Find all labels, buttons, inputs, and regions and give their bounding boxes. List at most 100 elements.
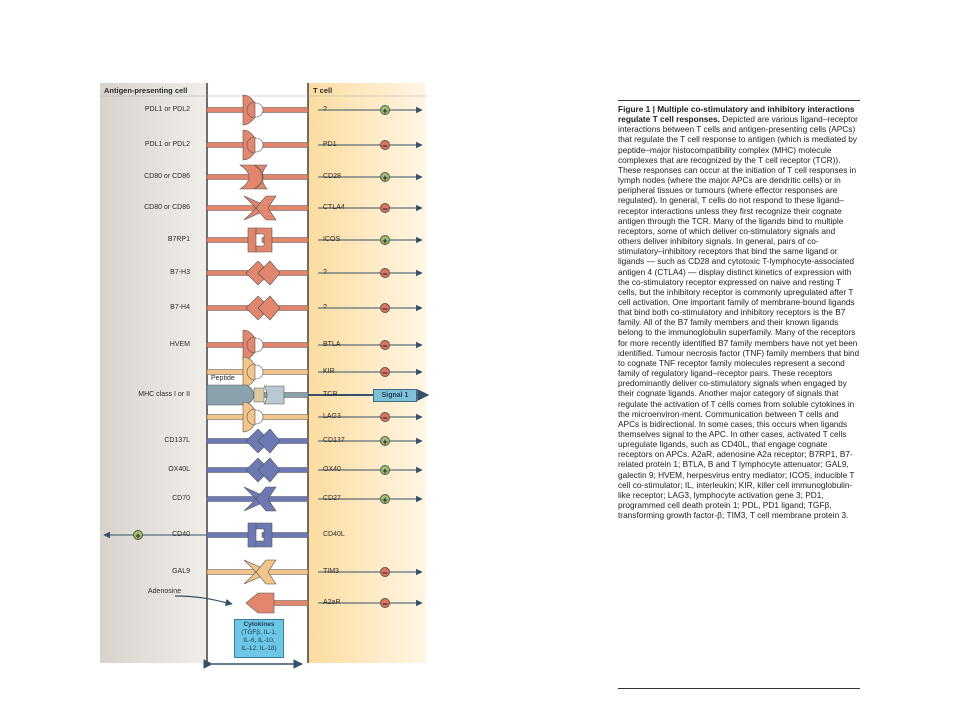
ligand-label: B7-H4	[170, 304, 190, 311]
peptide	[253, 387, 265, 403]
receptor-label: CD27	[323, 495, 341, 502]
ligand-label: GAL9	[172, 568, 190, 575]
receptor-stalk	[261, 532, 309, 538]
receptor-head	[257, 428, 281, 454]
inhibitory-sign: −	[380, 268, 390, 279]
ligand-stalk	[206, 174, 256, 180]
ligand-head	[243, 486, 263, 512]
interaction-pair	[206, 260, 309, 286]
interaction-pair	[206, 384, 309, 406]
receptor-label: ?	[323, 269, 327, 276]
interaction-pair	[206, 486, 309, 512]
receptor-head	[255, 227, 273, 253]
receptor-head	[255, 559, 277, 585]
signal-1-box: Signal 1	[373, 389, 417, 402]
apc-header: Antigen-presenting cell	[104, 86, 188, 95]
interaction-pair	[206, 195, 309, 221]
ligand-head	[247, 522, 257, 548]
ligand-head	[246, 336, 256, 354]
peptide-label: Peptide	[211, 375, 235, 382]
inhibitory-sign: −	[380, 598, 390, 609]
receptor-label: A2aR	[323, 599, 341, 606]
interaction-pair	[206, 522, 309, 548]
receptor-label: PD1	[323, 141, 337, 148]
interaction-pair	[206, 164, 309, 190]
interaction-pair	[206, 356, 309, 388]
interaction-pair	[206, 129, 309, 161]
ligand-head	[246, 408, 256, 426]
ligand-label: CD40	[172, 531, 190, 538]
receptor-stalk	[261, 414, 309, 420]
ligand-stalk	[206, 569, 256, 575]
interaction-pair	[206, 329, 309, 361]
caption-bottom-rule	[618, 688, 860, 689]
ligand-label: B7RP1	[167, 236, 190, 243]
ligand-label: OX40L	[168, 466, 190, 473]
ligand-head	[243, 559, 263, 585]
receptor-stalk	[261, 174, 309, 180]
ligand-label: CD80 or CD86	[144, 204, 190, 211]
ligand-label: B7-H3	[170, 269, 190, 276]
receptor-head	[255, 522, 273, 548]
ligand-head	[254, 164, 268, 190]
receptor-label: KIR	[323, 368, 335, 375]
interaction-pair	[206, 428, 309, 454]
ligand-label: MHC class I or II	[138, 391, 190, 398]
cytokines-line: IL-6, IL-10,	[243, 637, 275, 644]
ligand-label: HVEM	[169, 341, 190, 348]
receptor-label: ICOS	[323, 236, 341, 243]
interaction-pair	[206, 295, 309, 321]
tcell-header: T cell	[313, 86, 333, 95]
receptor-label: OX40	[323, 466, 341, 473]
inhibitory-sign: −	[380, 412, 390, 423]
inhibitory-sign: −	[380, 203, 390, 214]
interaction-pair	[206, 559, 309, 585]
figure-caption: Figure 1 | Multiple co-stimulatory and i…	[618, 104, 860, 520]
costimulatory-sign: +	[380, 105, 390, 116]
cytokines-line: (TGFβ, IL-1,	[241, 629, 277, 636]
receptor-head	[257, 457, 281, 483]
caption-body: Depicted are various ligand–receptor int…	[618, 114, 860, 521]
receptor-stalk	[261, 342, 309, 348]
receptor-label: CTLA4	[323, 204, 345, 211]
ligand-label: PDL1 or PDL2	[144, 106, 190, 113]
costimulatory-sign: +	[133, 530, 143, 541]
ligand-stalk	[206, 496, 256, 502]
interaction-pair	[206, 227, 309, 253]
ligand-head	[247, 227, 257, 253]
receptor-label: CD28	[323, 173, 341, 180]
receptor-label: BTLA	[323, 341, 341, 348]
cytokines-box: Cytokines (TGFβ, IL-1, IL-6, IL-10, IL-1…	[234, 619, 284, 658]
cytokines-line: IL-12, IL-18)	[241, 645, 277, 652]
mhc-molecule	[206, 384, 255, 406]
interaction-pair	[206, 401, 309, 433]
inhibitory-sign: −	[380, 367, 390, 378]
receptor-stalk	[261, 369, 309, 375]
adenosine-label: Adenosine	[148, 588, 182, 595]
inhibitory-sign: −	[380, 140, 390, 151]
interaction-pair	[206, 457, 309, 483]
ligand-label: PDL1 or PDL2	[144, 141, 190, 148]
receptor-head	[255, 195, 277, 221]
caption-top-rule	[618, 100, 860, 101]
interaction-pair	[245, 592, 309, 614]
receptor-label: TCR	[323, 391, 338, 398]
inhibitory-sign: −	[380, 567, 390, 578]
caption-heading: Figure 1 | Multiple co-stimulatory and i…	[618, 104, 855, 125]
ligand-head	[246, 101, 256, 119]
receptor-head	[239, 164, 264, 190]
costimulatory-sign: +	[380, 494, 390, 505]
tcell-region	[308, 83, 426, 663]
ligand-head	[246, 363, 256, 381]
receptor-head	[245, 592, 275, 614]
receptor-label: ?	[323, 106, 327, 113]
receptor-label: LAG3	[323, 413, 341, 420]
inhibitory-sign: −	[380, 303, 390, 314]
ligand-label: CD80 or CD86	[144, 173, 190, 180]
ligand-stalk	[206, 205, 256, 211]
receptor-head	[257, 295, 281, 321]
ligand-label: CD70	[172, 495, 190, 502]
receptor-label: CD40L	[323, 531, 345, 538]
